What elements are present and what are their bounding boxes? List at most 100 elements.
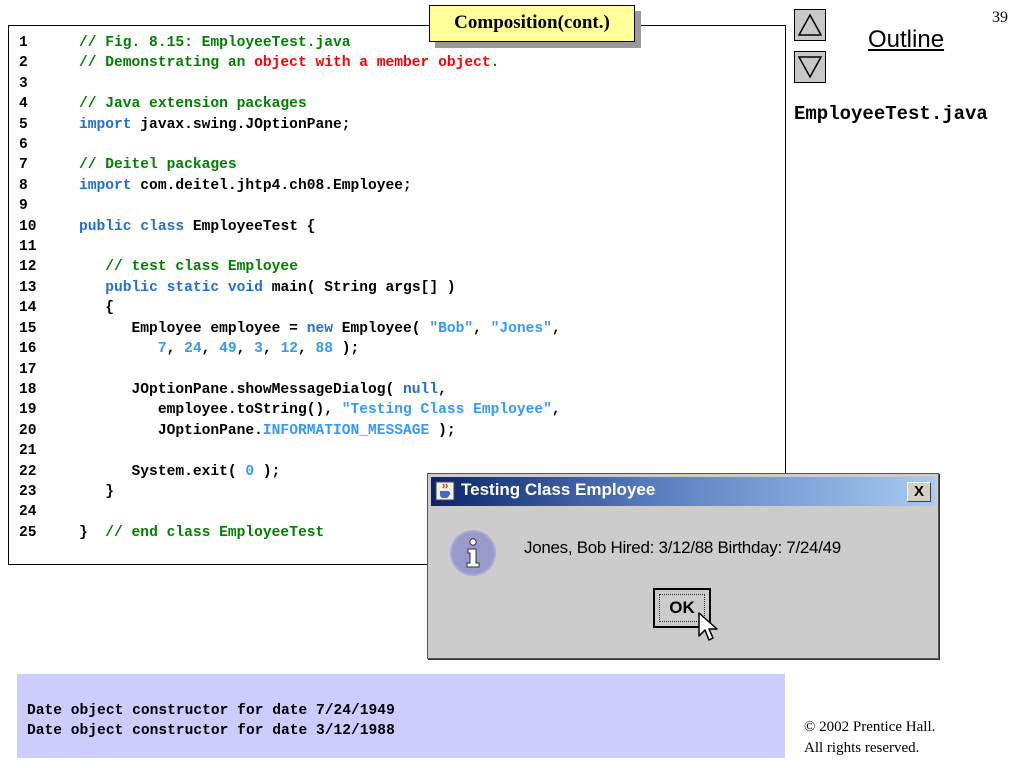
code-token: ); (254, 463, 281, 480)
code-token: ); (333, 341, 360, 358)
line-number: 4 (19, 96, 28, 113)
code-line: 25} // end class EmployeeTest (19, 523, 561, 543)
code-token: public (105, 279, 158, 296)
code-token (219, 280, 228, 296)
code-line: 8 import com.deitel.jhtp4.ch08.Employee; (19, 176, 561, 196)
line-number: 1 (19, 35, 28, 51)
line-number: 21 (19, 443, 37, 460)
line-number: 15 (19, 320, 37, 337)
code-token: void (227, 279, 263, 296)
code-token: , (166, 341, 185, 358)
file-name: EmployeeTest.java (794, 103, 988, 125)
next-slide-button[interactable] (794, 51, 826, 83)
code-token: public (79, 218, 132, 235)
code-token: JOptionPane.showMessageDialog( (79, 381, 404, 398)
code-token: // Demonstrating an (79, 55, 255, 72)
code-line: 9 (19, 196, 561, 216)
line-number: 8 (19, 177, 28, 194)
code-line: 6 (19, 135, 561, 155)
line-number: 22 (19, 463, 37, 480)
copyright: © 2002 Prentice Hall. All rights reserve… (804, 717, 935, 759)
code-token: , (262, 341, 281, 358)
outline-link[interactable]: Outline (868, 26, 945, 53)
code-token: EmployeeTest { (184, 218, 316, 235)
code-token: class (140, 218, 185, 235)
code-token (79, 259, 105, 275)
output-line: Date object constructor for date 3/12/19… (27, 723, 395, 739)
code-token: 0 (245, 463, 255, 480)
code-token: // Java extension packages (79, 96, 307, 113)
code-token: } (79, 483, 115, 500)
line-number: 2 (19, 55, 28, 72)
code-token: INFORMATION_MESSAGE (262, 422, 430, 439)
code-line: 2 // Demonstrating an object with a membe… (19, 53, 561, 73)
line-number: 13 (19, 279, 37, 296)
code-token: 49 (219, 341, 237, 358)
information-icon (450, 530, 496, 576)
code-token: 88 (315, 341, 333, 358)
line-number: 18 (19, 381, 37, 398)
mouse-cursor-icon (698, 612, 718, 641)
code-line: 18 JOptionPane.showMessageDialog( null, (19, 380, 561, 400)
code-token: com.deitel.jhtp4.ch08.Employee; (131, 177, 412, 194)
code-token: 24 (184, 341, 202, 358)
code-token: , (551, 320, 561, 337)
line-number: 24 (19, 504, 37, 521)
code-token: JOptionPane. (79, 422, 263, 439)
dialog-title-bar[interactable]: Testing Class Employee X (431, 477, 935, 506)
triangle-up-icon (798, 13, 822, 36)
code-line: 13 public static void main( String args[… (19, 278, 561, 298)
code-line: 10 public class EmployeeTest { (19, 217, 561, 237)
code-line: 22 System.exit( 0 ); (19, 462, 561, 482)
line-number: 14 (19, 300, 37, 317)
code-token: "Bob" (429, 320, 474, 337)
close-icon: X (913, 483, 924, 500)
previous-slide-button[interactable] (794, 9, 826, 41)
code-token: . (490, 55, 500, 72)
code-token: System.exit( (79, 463, 246, 480)
code-line: 23 } (19, 482, 561, 502)
code-token: import (79, 177, 132, 194)
code-token: , (438, 381, 447, 398)
close-button[interactable]: X (907, 482, 931, 502)
console-output-panel: Date object constructor for date 7/24/19… (17, 674, 785, 758)
code-token: "Jones" (490, 320, 552, 337)
copyright-line: © 2002 Prentice Hall. (804, 719, 936, 735)
code-line: 17 (19, 360, 561, 380)
line-number: 12 (19, 259, 37, 276)
code-token: Employee employee = (79, 320, 307, 337)
line-number: 5 (19, 116, 28, 133)
code-token: ); (429, 422, 456, 439)
code-line: 1// Fig. 8.15: EmployeeTest.java (19, 33, 561, 53)
code-token: // end class EmployeeTest (105, 524, 325, 541)
page-number: 39 (992, 9, 1008, 26)
code-line: 16 7, 24, 49, 3, 12, 88 ); (19, 339, 561, 359)
line-number: 16 (19, 341, 37, 358)
code-token: // Deitel packages (79, 157, 237, 174)
dialog-message: Jones, Bob Hired: 3/12/88 Birthday: 7/24… (524, 538, 841, 557)
code-token: 7 (157, 341, 167, 358)
line-number: 10 (19, 218, 37, 235)
line-number: 3 (19, 75, 28, 92)
code-line: 24 (19, 502, 561, 522)
code-token: 3 (254, 341, 263, 358)
code-token: object with a member object (254, 55, 491, 72)
code-line: 20 JOptionPane.INFORMATION_MESSAGE ); (19, 421, 561, 441)
line-number: 9 (19, 198, 28, 215)
code-token: 12 (280, 341, 298, 358)
dialog-title: Testing Class Employee (461, 480, 656, 499)
line-number: 25 (19, 524, 37, 541)
code-line: 3 (19, 74, 561, 94)
line-number: 20 (19, 422, 37, 439)
code-panel: 1// Fig. 8.15: EmployeeTest.java 2 // Demo… (8, 25, 786, 565)
code-line: 19 employee.toString(), "Testing Class E… (19, 400, 561, 420)
code-token: , (236, 341, 255, 358)
code-line: 11 (19, 237, 561, 257)
code-line: 12 // test class Employee (19, 257, 561, 277)
code-token (132, 219, 141, 235)
output-line: Date object constructor for date 7/24/19… (27, 703, 395, 719)
code-token: javax.swing.JOptionPane; (131, 116, 351, 133)
code-token: new (306, 320, 333, 337)
line-number: 23 (19, 483, 37, 500)
